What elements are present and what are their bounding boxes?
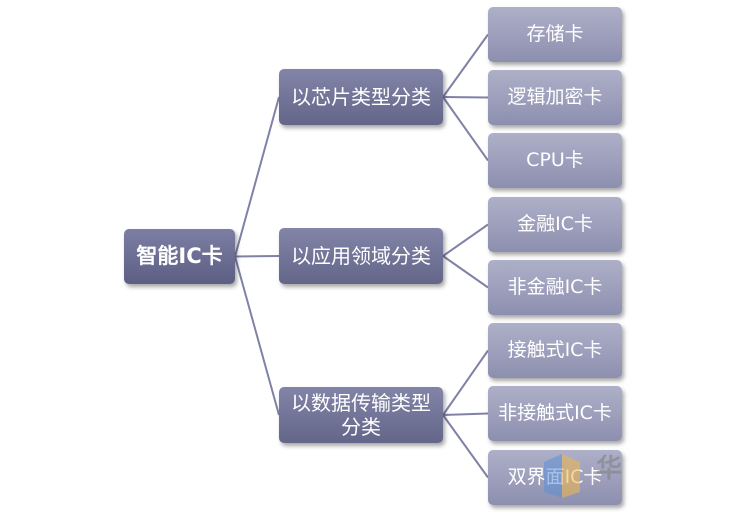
leaf-financial-ic-card: 金融IC卡 xyxy=(488,197,622,252)
leaf-contact-ic-card: 接触式IC卡 xyxy=(488,323,622,378)
watermark-text: 华 xyxy=(596,454,623,484)
root-node: 智能IC卡 xyxy=(124,229,235,284)
connector-category-data-transfer-to-leaf-contactless-ic-card xyxy=(442,412,489,416)
connector-category-chip-type-to-leaf-logic-encrypted-card xyxy=(442,96,489,99)
connector-category-data-transfer-to-leaf-contact-ic-card xyxy=(442,349,489,416)
leaf-cpu-card: CPU卡 xyxy=(488,133,622,188)
category-application: 以应用领域分类 xyxy=(279,228,443,284)
category-data-transfer: 以数据传输类型 分类 xyxy=(279,387,443,443)
category-chip-type: 以芯片类型分类 xyxy=(279,69,443,125)
connector-root-to-category-application xyxy=(234,255,280,258)
connector-category-application-to-leaf-financial-ic-card xyxy=(442,223,489,257)
connector-category-application-to-leaf-non-financial-ic-card xyxy=(442,255,489,289)
connector-category-data-transfer-to-leaf-dual-interface-ic-card xyxy=(442,414,489,479)
leaf-storage-card: 存储卡 xyxy=(488,7,622,62)
leaf-contactless-ic-card: 非接触式IC卡 xyxy=(488,386,622,441)
connector-category-chip-type-to-leaf-cpu-card xyxy=(442,96,489,162)
watermark-logo-icon xyxy=(544,454,580,498)
leaf-non-financial-ic-card: 非金融IC卡 xyxy=(488,260,622,315)
connector-category-chip-type-to-leaf-storage-card xyxy=(442,33,489,98)
connector-root-to-category-chip-type xyxy=(234,96,280,257)
connector-root-to-category-data-transfer xyxy=(234,256,280,416)
leaf-logic-encrypted-card: 逻辑加密卡 xyxy=(488,70,622,125)
